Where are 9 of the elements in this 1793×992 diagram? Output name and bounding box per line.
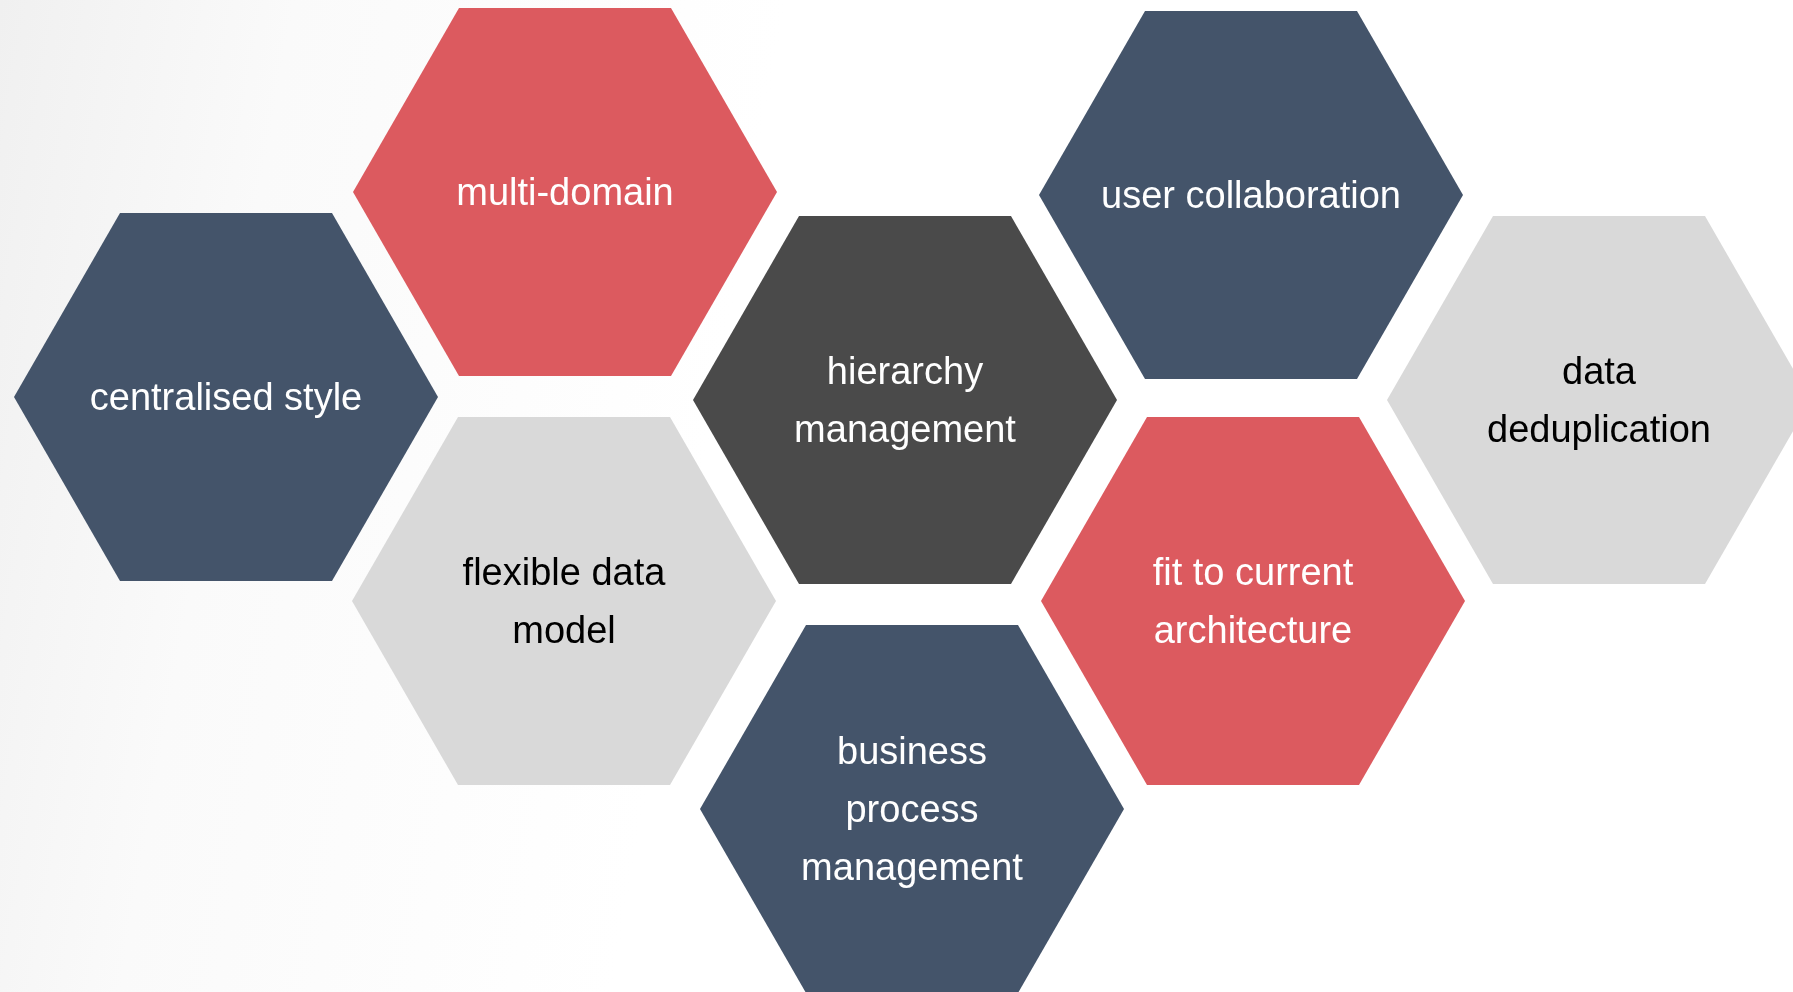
tile-text: fit to current architecture: [1151, 550, 1355, 653]
tile-text: hierarchy management: [793, 349, 1017, 452]
tile-text: flexible data model: [461, 550, 667, 653]
tile-text: multi-domain: [456, 170, 674, 215]
tile-text: data deduplication: [1486, 349, 1712, 452]
hexagon-tile: [1387, 216, 1793, 584]
tile-text: user collaboration: [1101, 173, 1401, 218]
tile-text: centralised style: [89, 375, 363, 420]
tile-text: business process management: [800, 729, 1024, 890]
